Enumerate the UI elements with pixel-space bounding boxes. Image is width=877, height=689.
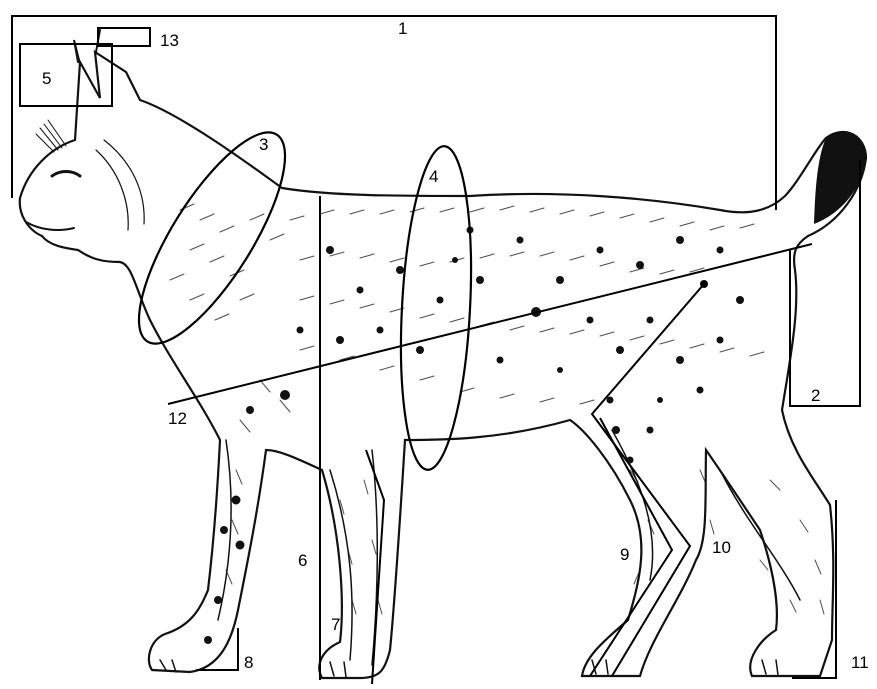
measurement-6-label: 6 <box>298 551 307 570</box>
measurement-11: 11 <box>792 500 869 678</box>
measurement-10: 10 <box>592 280 731 676</box>
lynx-spots <box>204 227 744 645</box>
measurement-10-label: 10 <box>712 538 731 557</box>
measurement-6: 6 <box>298 196 320 680</box>
measurement-4-label: 4 <box>429 167 438 186</box>
measurement-12-line <box>168 244 812 404</box>
measurement-9-label: 9 <box>620 545 629 564</box>
measurement-1-label: 1 <box>398 19 407 38</box>
measurement-13-label: 13 <box>160 31 179 50</box>
lynx-whiskers <box>36 120 66 152</box>
lynx-cheek-ruff <box>96 140 144 230</box>
lynx-mouth <box>26 222 74 230</box>
lynx-illustration <box>20 30 866 678</box>
lynx-eye <box>52 172 80 177</box>
measurement-10-hip-point <box>700 280 708 288</box>
measurement-10-line <box>592 284 704 676</box>
measurement-5-label: 5 <box>42 69 51 88</box>
measurement-3: 3 <box>113 113 310 362</box>
lynx-tail-tip <box>814 132 866 224</box>
measurement-7-label: 7 <box>331 615 340 634</box>
measurement-4: 4 <box>394 144 479 471</box>
measurement-4-ellipse <box>394 144 479 471</box>
measurement-11-label: 11 <box>851 653 869 672</box>
measurement-12-label: 12 <box>168 409 187 428</box>
measurement-13: 13 <box>98 28 179 50</box>
measurement-3-ellipse <box>113 113 310 362</box>
measurement-11-line <box>792 500 836 678</box>
measurement-12: 12 <box>168 244 812 428</box>
measurement-2-label: 2 <box>811 386 820 405</box>
measurement-overlay: 1 2 3 4 5 13 6 <box>12 16 869 684</box>
measurement-8-label: 8 <box>244 653 253 672</box>
measurement-3-label: 3 <box>259 135 268 154</box>
